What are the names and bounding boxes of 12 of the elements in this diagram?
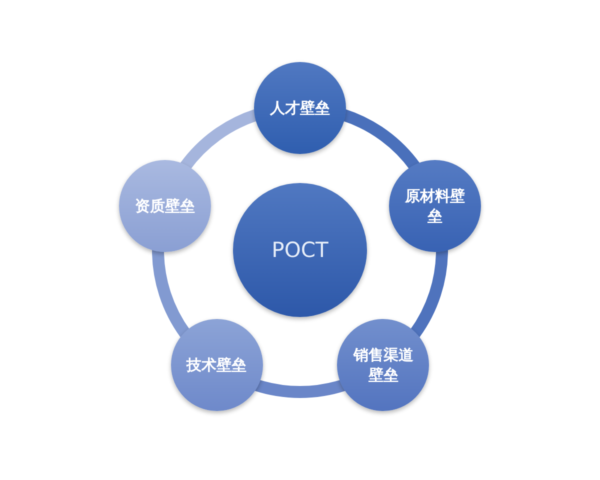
ring-arc xyxy=(410,249,448,338)
circle xyxy=(254,62,346,154)
circle-label: 销售渠道壁垒 xyxy=(352,344,414,385)
circle-label: 技术壁垒 xyxy=(186,354,247,375)
circle xyxy=(337,318,430,411)
ring-arc xyxy=(254,379,346,398)
ring-arc xyxy=(152,249,190,338)
circle xyxy=(170,318,263,411)
circle-label: POCT xyxy=(272,237,328,263)
circle-label: 人才壁垒 xyxy=(270,98,330,118)
circle-label: 原材料壁垒 xyxy=(404,186,466,226)
circle-label: 资质壁垒 xyxy=(134,196,195,216)
